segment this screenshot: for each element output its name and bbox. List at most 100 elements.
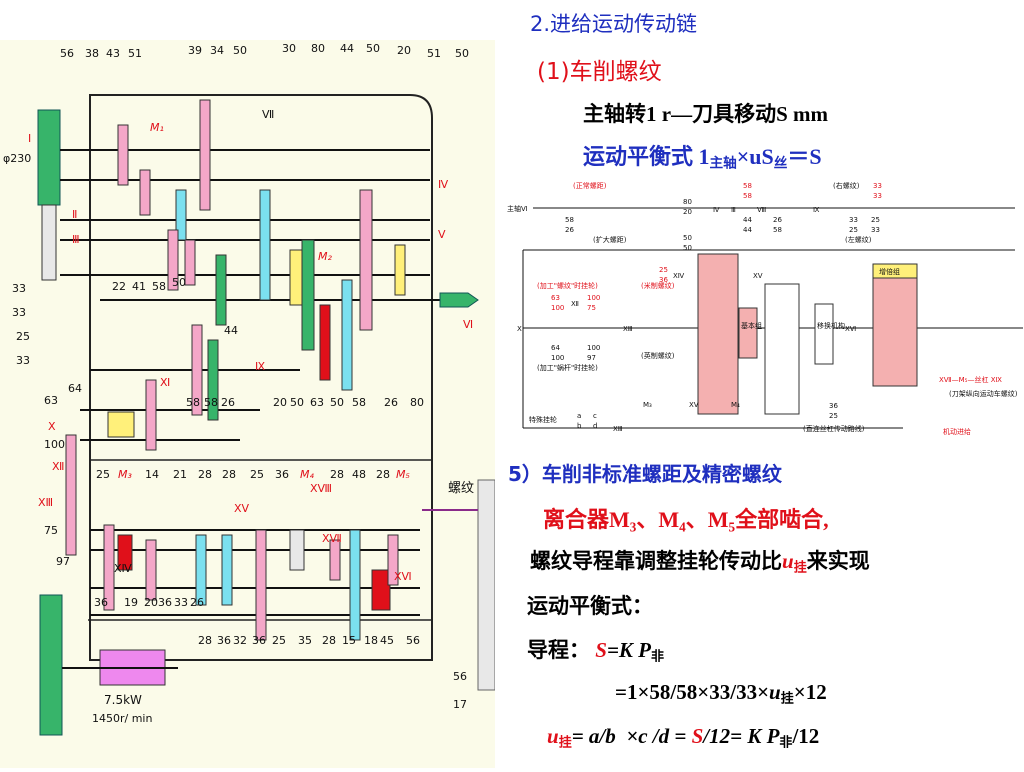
flow-shaft8: Ⅷ <box>757 206 766 214</box>
flow-c: c <box>593 412 597 420</box>
spindle-line: 主轴转1 r—刀具移动S mm <box>583 102 828 126</box>
label-m3: M₃ <box>118 468 132 481</box>
balance-line: 运动平衡式 1主轴×uS丝＝S <box>583 139 822 171</box>
gear <box>221 534 233 606</box>
flow-shaft4: Ⅳ <box>713 206 720 214</box>
label-28d: 28 <box>376 468 390 481</box>
gear <box>255 529 267 641</box>
gear <box>215 254 227 326</box>
balance-label: 运动平衡式： <box>527 594 653 618</box>
multiplier-group-box <box>872 263 918 387</box>
label-shaft-11: Ⅺ <box>160 376 170 389</box>
pulley-icon <box>37 109 61 206</box>
final-u: u <box>547 724 559 748</box>
flow-50a: 50 <box>683 234 692 242</box>
label-shaft-14: ⅩⅣ <box>114 562 133 575</box>
formula-line: =1×58/58×33/33× <box>615 680 770 704</box>
belt-icon <box>41 204 57 281</box>
label-26b: 26 <box>384 396 398 409</box>
flow-multiplier: 增倍组 <box>879 267 900 276</box>
section-title: 2.进给运动传动链 <box>530 12 698 36</box>
flow-shift-mech: 移换机构 <box>817 321 845 330</box>
flow-shaft3: Ⅲ <box>731 206 736 214</box>
label-44b: 44 <box>224 324 238 337</box>
label-21: 21 <box>173 468 187 481</box>
flow-20: 20 <box>683 208 692 216</box>
flow-basic-group: 基本组 <box>741 321 762 330</box>
label-25d: 25 <box>272 634 286 647</box>
gear <box>107 411 135 438</box>
final-S: S <box>691 724 704 748</box>
flow-m4: M₄ <box>731 401 740 409</box>
clutch-m5 <box>371 569 391 611</box>
flow-shaft10: Ⅹ <box>517 325 522 333</box>
gear <box>387 534 399 586</box>
label-50b: 50 <box>366 42 380 55</box>
flow-normal-pitch: (正常螺距) <box>573 181 607 190</box>
gear <box>65 434 77 556</box>
gear <box>103 524 115 611</box>
label-side-17: 17 <box>453 698 467 711</box>
label-56b: 56 <box>406 634 420 647</box>
label-58: 58 <box>152 280 166 293</box>
label-63b: 63 <box>310 396 324 409</box>
multiplier-title-box <box>872 263 918 279</box>
flow-100a: 100 <box>551 304 564 312</box>
flow-right-thread: (右螺纹) <box>833 181 860 190</box>
final-formula: u挂= a/b ×c /d = S/12= K P非/12 <box>547 724 819 750</box>
label-m1: M₁ <box>150 121 164 134</box>
lead-adjust-line: 螺纹导程靠调整挂轮传动比u挂来实现 <box>530 545 870 575</box>
flow-36a: 36 <box>659 276 668 284</box>
spindle-arrow-icon <box>439 292 479 308</box>
label-shaft-15: ⅩⅤ <box>234 502 250 515</box>
formula-end: ×12 <box>793 680 827 704</box>
lead-suffix: 来实现 <box>806 549 870 573</box>
label-19: 19 <box>124 596 138 609</box>
label-motor-speed: 1450r/ min <box>92 712 152 725</box>
flow-58d: 58 <box>773 226 782 234</box>
lead-eq-sub: 非 <box>651 648 665 664</box>
label-33a: 33 <box>12 282 26 295</box>
clutch-m4 <box>289 529 305 571</box>
label-36: 36 <box>275 468 289 481</box>
label-20: 20 <box>397 44 411 57</box>
flow-carriage: (刀架纵向运动车螺纹) <box>949 389 1018 398</box>
label-shaft-18: ⅩⅧ <box>310 482 332 495</box>
label-35: 35 <box>298 634 312 647</box>
final-eq2: /12= K P <box>703 724 780 748</box>
balance-suffix: ＝S <box>787 144 822 169</box>
feed-chain-flow-diagram: (正常螺距) 58 58 (右螺纹) 33 33 主轴Ⅵ 58 26 80 20… <box>503 178 1024 440</box>
gear <box>259 189 271 301</box>
label-63: 63 <box>44 394 58 407</box>
label-50f: 50 <box>330 396 344 409</box>
label-26c: 26 <box>190 596 204 609</box>
leadscrew-icon <box>477 479 496 691</box>
label-28e: 28 <box>198 634 212 647</box>
label-18: 18 <box>364 634 378 647</box>
label-15: 15 <box>342 634 356 647</box>
flow-thread-gear: (加工"螺纹"时挂轮) <box>537 281 598 290</box>
label-33d: 33 <box>174 596 188 609</box>
flow-26b: 26 <box>773 216 782 224</box>
label-51: 51 <box>128 47 142 60</box>
motor-pulley-icon <box>39 594 63 736</box>
gear <box>145 539 157 601</box>
label-32: 32 <box>233 634 247 647</box>
label-shaft-17: ⅩⅦ <box>322 532 342 545</box>
label-58c: 58 <box>204 396 218 409</box>
balance-sub-spindle: 主轴 <box>709 155 737 171</box>
flow-75: 75 <box>587 304 596 312</box>
gear-formula: =1×58/58×33/33×u挂×12 <box>615 680 827 706</box>
gear <box>329 539 341 581</box>
flow-shaft13b: ⅩⅢ <box>613 425 623 433</box>
label-36c: 36 <box>158 596 172 609</box>
label-shaft-16: ⅩⅥ <box>394 570 412 583</box>
flow-d: d <box>593 422 597 430</box>
flow-100b: 100 <box>587 294 600 302</box>
label-75: 75 <box>44 524 58 537</box>
label-58b: 58 <box>186 396 200 409</box>
label-25: 25 <box>16 330 30 343</box>
label-shaft-7: Ⅶ <box>262 108 274 121</box>
label-m5: M₅ <box>396 468 410 481</box>
label-phi230: φ230 <box>3 152 31 165</box>
